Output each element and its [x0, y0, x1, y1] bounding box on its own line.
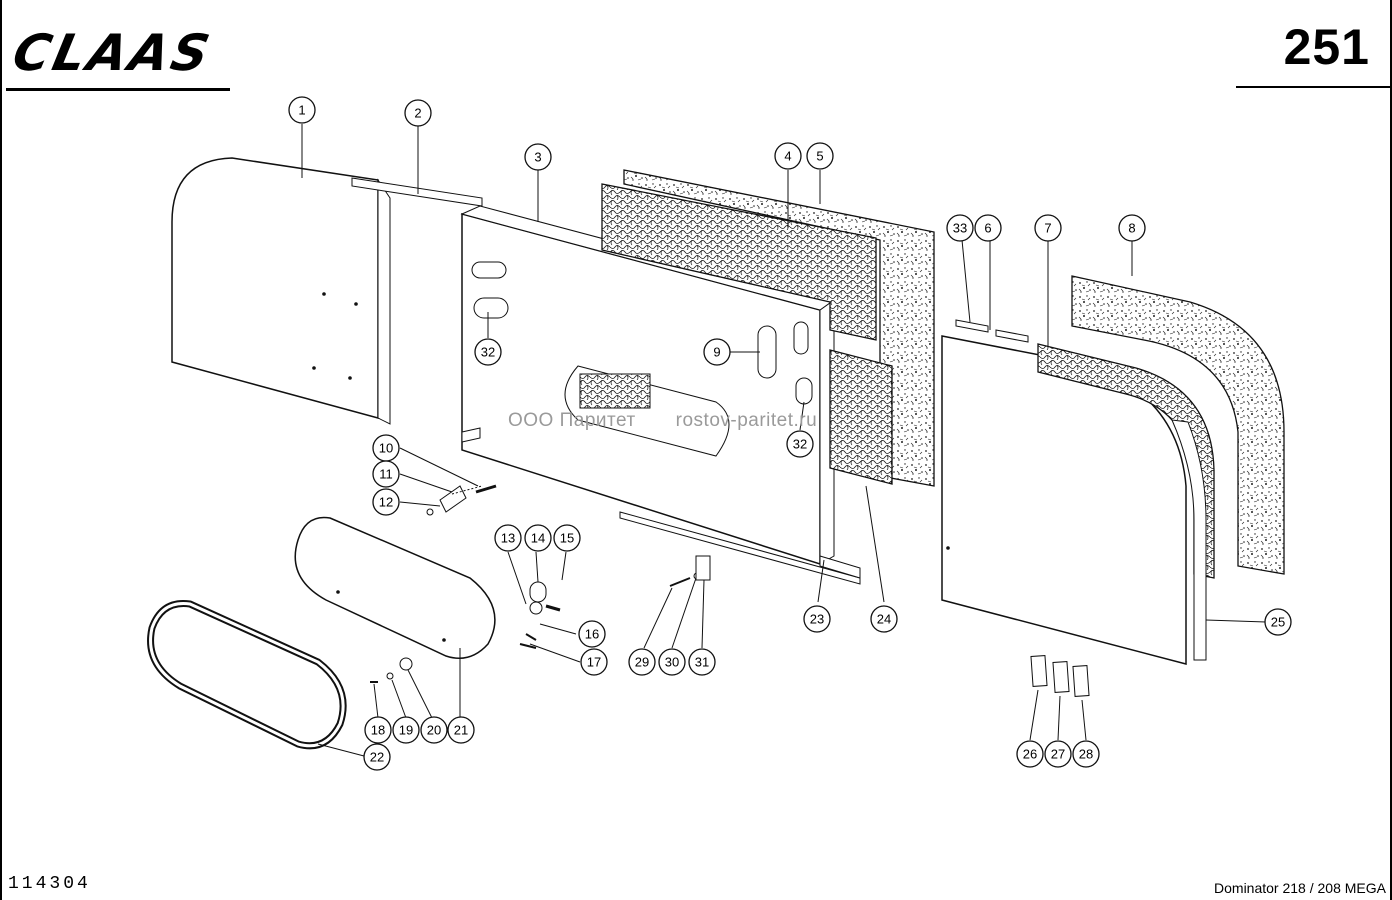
callout-label: 1: [298, 103, 305, 118]
callout-label: 20: [427, 723, 441, 738]
callout-label: 19: [399, 723, 413, 738]
frame-border-right: [1390, 0, 1392, 900]
callout-label: 17: [587, 655, 601, 670]
callout-label: 5: [816, 149, 823, 164]
part-oval-cover: [294, 516, 496, 659]
callout-label: 7: [1044, 221, 1051, 236]
callout-label: 15: [560, 531, 574, 546]
part-side-cover: [171, 157, 391, 425]
callout-27: 27: [1044, 740, 1072, 768]
callout-32-right: 32: [786, 430, 814, 458]
callout-label: 22: [370, 750, 384, 765]
callout-label: 3: [534, 150, 541, 165]
callout-31: 31: [688, 648, 716, 676]
callout-6: 6: [974, 214, 1002, 242]
callout-label: 6: [984, 221, 991, 236]
watermark: ООО Паритет rostov-paritet.ru: [508, 410, 817, 432]
callout-28: 28: [1072, 740, 1100, 768]
callout-label: 33: [953, 221, 967, 236]
callout-2: 2: [404, 99, 432, 127]
callout-4: 4: [774, 142, 802, 170]
callout-19: 19: [392, 716, 420, 744]
callout-1: 1: [288, 96, 316, 124]
callout-13: 13: [494, 524, 522, 552]
callout-33: 33: [946, 214, 974, 242]
callout-label: 31: [695, 655, 709, 670]
part-plate: [757, 321, 813, 405]
callout-label: 8: [1128, 221, 1135, 236]
watermark-site: rostov-paritet.ru: [675, 410, 818, 431]
callout-3: 3: [524, 143, 552, 171]
callout-label: 32: [481, 345, 495, 360]
leader-lines: [301, 124, 1267, 757]
callout-7: 7: [1034, 214, 1062, 242]
callout-label: 21: [454, 723, 468, 738]
callout-26: 26: [1016, 740, 1044, 768]
callout-label: 11: [379, 467, 393, 482]
callout-23: 23: [803, 605, 831, 633]
callout-label: 26: [1023, 747, 1037, 762]
callout-15: 15: [553, 524, 581, 552]
callout-9: 9: [703, 338, 731, 366]
drawing-number: 114304: [8, 874, 91, 894]
callout-label: 12: [379, 495, 393, 510]
callout-14: 14: [524, 524, 552, 552]
callout-17: 17: [580, 648, 608, 676]
page-number: 251: [1283, 19, 1370, 75]
header-rule-right: [1236, 86, 1392, 88]
callout-label: 16: [585, 627, 599, 642]
callout-label: 23: [810, 612, 824, 627]
header-rule-left: [6, 88, 230, 91]
callout-label: 30: [665, 655, 679, 670]
callout-25: 25: [1264, 608, 1292, 636]
callout-22: 22: [363, 743, 391, 771]
callout-12: 12: [372, 488, 400, 516]
callout-label: 28: [1079, 747, 1093, 762]
callout-29: 29: [628, 648, 656, 676]
part-insulation-mats: [601, 169, 935, 487]
callout-8: 8: [1118, 214, 1146, 242]
callout-18: 18: [364, 716, 392, 744]
callout-10: 10: [372, 434, 400, 462]
callout-21: 21: [447, 716, 475, 744]
callout-label: 32: [793, 437, 807, 452]
callout-label: 29: [635, 655, 649, 670]
callout-label: 9: [713, 345, 720, 360]
callout-label: 4: [784, 149, 791, 164]
part-edge-profile: [1171, 419, 1207, 661]
watermark-company: ООО Паритет: [508, 410, 636, 431]
part-hardware: [370, 484, 711, 683]
callout-label: 13: [501, 531, 515, 546]
callout-label: 27: [1051, 747, 1065, 762]
model-name: Dominator 218 / 208 MEGA: [1214, 880, 1386, 896]
callout-label: 25: [1271, 615, 1285, 630]
callout-16: 16: [578, 620, 606, 648]
callout-5: 5: [806, 142, 834, 170]
callout-20: 20: [420, 716, 448, 744]
callout-label: 2: [414, 106, 421, 121]
callout-label: 18: [371, 723, 385, 738]
callout-30: 30: [658, 648, 686, 676]
part-oval-gasket: [147, 600, 347, 750]
callout-32-left: 32: [474, 338, 502, 366]
callout-label: 24: [877, 612, 891, 627]
callout-label: 10: [379, 441, 393, 456]
part-tabs: [1030, 655, 1090, 697]
part-strip: [351, 177, 483, 207]
callout-11: 11: [372, 460, 400, 488]
claas-logo: CLAAS: [6, 10, 236, 94]
callout-label: 14: [531, 531, 545, 546]
callout-24: 24: [870, 605, 898, 633]
frame-border-left: [0, 0, 2, 900]
